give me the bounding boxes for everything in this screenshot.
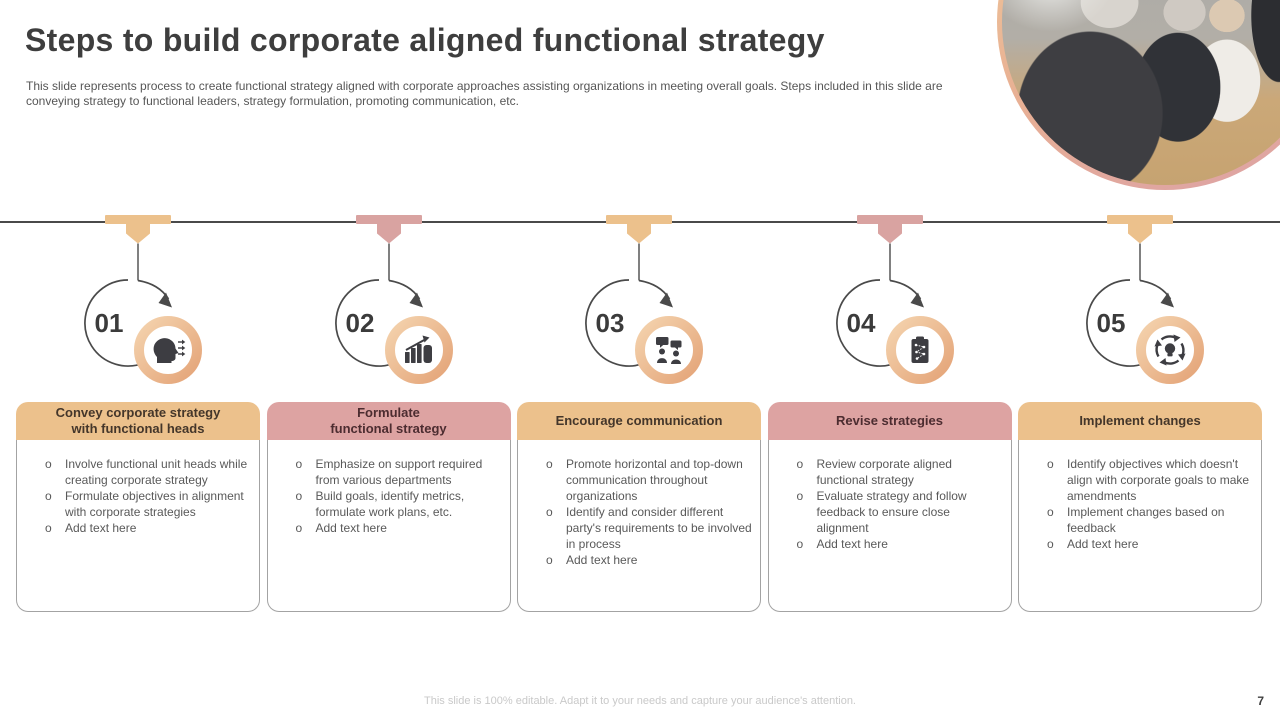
step-number: 05 — [1097, 308, 1126, 338]
timeline-tab — [606, 215, 672, 224]
step-title-text: Formulate functional strategy — [330, 404, 447, 436]
list-item: Add text here — [296, 520, 502, 536]
step-title-text: Encourage communication — [555, 412, 723, 428]
step-column-5: 05 — [1018, 210, 1262, 612]
step-2-marker-graphic: 02 — [334, 215, 453, 384]
step-3-marker-graphic: 03 — [585, 215, 703, 384]
step-title-text: Revise strategies — [836, 412, 943, 428]
list-item: Formulate objectives in alignment with c… — [45, 488, 251, 520]
page-title: Steps to build corporate aligned functio… — [25, 22, 825, 58]
step-card: Convey corporate strategy with functiona… — [16, 402, 260, 612]
step-4-marker-graphic: 04 — [835, 215, 954, 384]
list-item: Identify objectives which doesn't align … — [1047, 456, 1253, 504]
timeline-tab — [856, 215, 923, 224]
list-item: Review corporate aligned functional stra… — [797, 456, 1003, 488]
step-column-2: 02 Formulate functional strategy Emphasi… — [266, 210, 511, 612]
step-number: 02 — [345, 308, 374, 338]
step-bullet-list: Identify objectives which doesn't align … — [1018, 440, 1262, 612]
list-item: Add text here — [546, 552, 752, 568]
timeline-tab — [105, 215, 171, 224]
idea-head-icon — [153, 338, 186, 363]
step-card: Revise strategies Review corporate align… — [767, 402, 1012, 612]
timeline-tab — [355, 215, 422, 224]
arrow-head-icon — [910, 292, 924, 308]
page-number: 7 — [1257, 694, 1264, 708]
step-card: Encourage communication Promote horizont… — [517, 402, 761, 612]
list-item: Add text here — [1047, 536, 1253, 552]
list-item: Involve functional unit heads while crea… — [45, 456, 251, 488]
step-bullet-list: Involve functional unit heads while crea… — [16, 440, 260, 612]
step-title: Convey corporate strategy with functiona… — [16, 402, 260, 440]
step-title: Encourage communication — [517, 402, 761, 440]
slide-description: This slide represents process to create … — [26, 79, 943, 108]
footer-note: This slide is 100% editable. Adapt it to… — [424, 695, 856, 707]
growth-chart-icon — [404, 335, 432, 363]
pointer-down-icon — [1128, 224, 1152, 244]
timeline-tab — [1107, 215, 1173, 224]
step-5-marker-graphic: 05 — [1086, 215, 1204, 384]
step-number: 04 — [846, 308, 875, 338]
arrow-head-icon — [659, 292, 673, 308]
pointer-down-icon — [877, 224, 902, 244]
communication-icon — [656, 337, 682, 364]
pointer-down-icon — [376, 224, 401, 244]
step-title: Formulate functional strategy — [266, 402, 511, 440]
step-title-text: Implement changes — [1079, 412, 1201, 428]
step-column-3: 03 Encourage communication — [517, 210, 761, 612]
list-item: Implement changes based on feedback — [1047, 504, 1253, 536]
icon-ring — [635, 316, 703, 384]
step-bullet-list: Emphasize on support required from vario… — [266, 440, 511, 612]
list-item: Identify and consider different party's … — [546, 504, 752, 552]
step-column-1: 01 Convey corporate strategy with functi… — [16, 210, 260, 612]
photo-ring — [997, 0, 1280, 190]
arrow-head-icon — [409, 292, 423, 308]
list-item: Emphasize on support required from vario… — [296, 456, 502, 488]
list-item: Evaluate strategy and follow feedback to… — [797, 488, 1003, 536]
steps-row: 01 Convey corporate strategy with functi… — [16, 210, 1264, 612]
step-title: Implement changes — [1018, 402, 1262, 440]
step-column-4: 04 Revise strategies — [767, 210, 1012, 612]
step-title: Revise strategies — [767, 402, 1012, 440]
list-item: Add text here — [45, 520, 251, 536]
pointer-down-icon — [627, 224, 651, 244]
implement-cycle-icon — [1154, 334, 1186, 366]
step-bullet-list: Promote horizontal and top-down communic… — [517, 440, 761, 612]
step-bullet-list: Review corporate aligned functional stra… — [767, 440, 1012, 612]
step-number: 01 — [95, 308, 124, 338]
list-item: Add text here — [797, 536, 1003, 552]
meeting-photo — [1002, 0, 1280, 185]
step-1-marker-graphic: 01 — [84, 215, 202, 384]
arrow-head-icon — [1160, 292, 1174, 308]
arrow-head-icon — [158, 292, 172, 308]
step-number: 03 — [596, 308, 625, 338]
strategy-clipboard-icon — [911, 336, 928, 363]
list-item: Promote horizontal and top-down communic… — [546, 456, 752, 504]
step-card: Implement changes Identify objectives wh… — [1018, 402, 1262, 612]
step-card: Formulate functional strategy Emphasize … — [266, 402, 511, 612]
list-item: Build goals, identify metrics, formulate… — [296, 488, 502, 520]
step-title-text: Convey corporate strategy with functiona… — [55, 404, 221, 436]
pointer-down-icon — [126, 224, 150, 244]
